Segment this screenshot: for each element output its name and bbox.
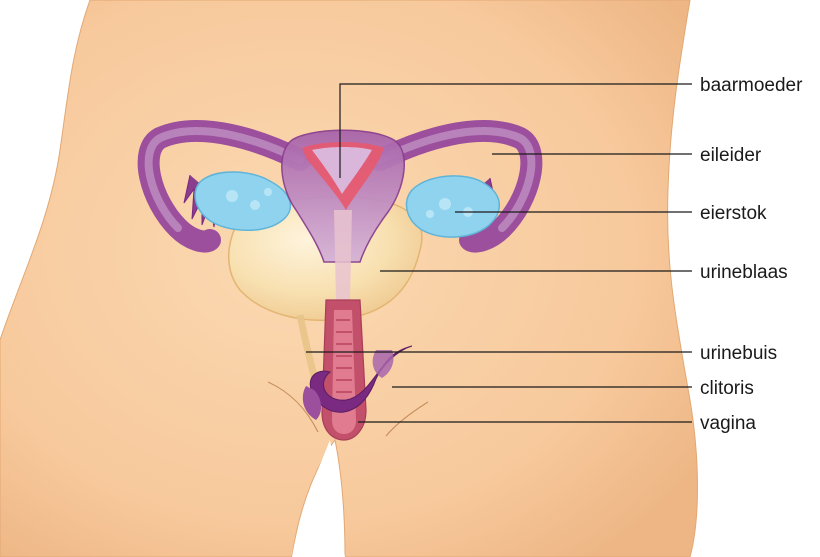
labels: baarmoeder eileider eierstok urineblaas …	[700, 75, 803, 434]
label-vagina: vagina	[700, 413, 756, 434]
ovary-right	[407, 176, 500, 237]
label-urinebuis: urinebuis	[700, 343, 777, 364]
label-eileider: eileider	[700, 145, 762, 166]
label-eierstok: eierstok	[700, 203, 767, 224]
label-urineblaas: urineblaas	[700, 262, 788, 283]
vagina	[322, 300, 366, 440]
label-baarmoeder: baarmoeder	[700, 75, 803, 96]
label-clitoris: clitoris	[700, 378, 754, 399]
